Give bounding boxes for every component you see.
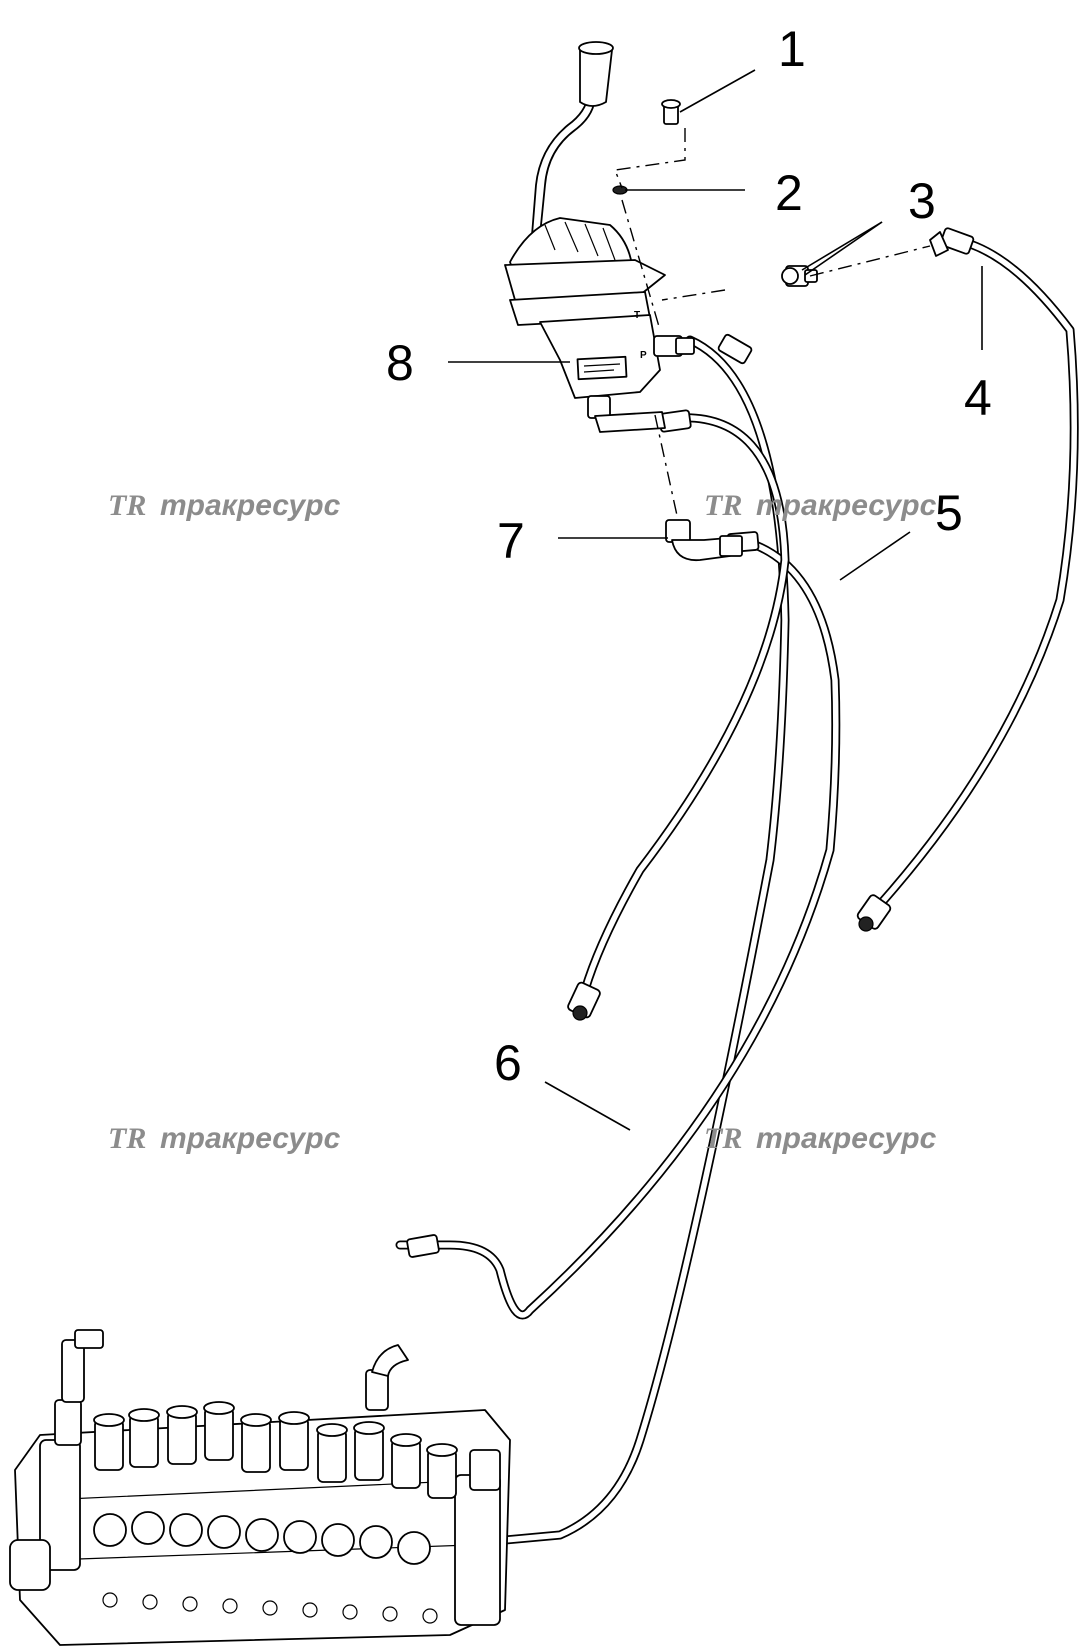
watermark-logo: TR (108, 1122, 146, 1155)
fitting-3 (781, 265, 818, 287)
joystick-control-valve: T P (504, 41, 695, 433)
port-mark-t: T (634, 310, 640, 321)
control-valve-block (9, 1329, 511, 1646)
watermark-text: тракресурс (756, 1122, 937, 1155)
hose-fitting-top-right (929, 231, 949, 257)
hose-7-branch (395, 535, 841, 1320)
watermark-bottom-left: TR тракресурс (108, 1122, 341, 1155)
watermark-text: тракресурс (160, 489, 341, 522)
callout-2: 2 (775, 165, 803, 221)
watermark-top-left: TR тракресурс (108, 489, 341, 522)
spool-section-upper (93, 1401, 458, 1499)
hose-5 (500, 335, 790, 1545)
watermark-logo: TR (704, 489, 742, 522)
spool-section-lower (93, 1511, 438, 1624)
port-mark-p: P (640, 350, 647, 361)
screw-1 (661, 99, 681, 125)
watermarks: TR тракресурс TR тракресурс TR тракресур… (108, 489, 937, 1155)
watermark-logo: TR (108, 489, 146, 522)
callout-leaders (448, 69, 983, 1131)
hoses (395, 235, 1079, 1545)
callout-3: 3 (908, 173, 936, 229)
hose-end-fitting-right (856, 894, 892, 932)
watermark-text: тракресурс (160, 1122, 341, 1155)
callout-4: 4 (964, 370, 992, 426)
callout-labels: 1 2 3 4 5 6 7 8 (386, 21, 992, 1091)
callout-8: 8 (386, 335, 414, 391)
hose-4 (870, 235, 1079, 915)
assembly-lines (614, 128, 931, 521)
watermark-logo: TR (704, 1122, 742, 1155)
watermark-bottom-right: TR тракресурс (704, 1122, 937, 1155)
elbow-fitting-7 (665, 519, 743, 562)
hose-crimp-sleeves (406, 227, 975, 1258)
callout-5: 5 (935, 485, 963, 541)
callout-7: 7 (497, 513, 525, 569)
washer-2 (612, 185, 628, 195)
hose-end-fitting-left (567, 981, 601, 1021)
watermark-text: тракресурс (756, 489, 937, 522)
callout-6: 6 (494, 1035, 522, 1091)
watermark-top-right: TR тракресурс (704, 489, 937, 522)
hose-6 (580, 413, 790, 995)
callout-1: 1 (778, 21, 806, 77)
